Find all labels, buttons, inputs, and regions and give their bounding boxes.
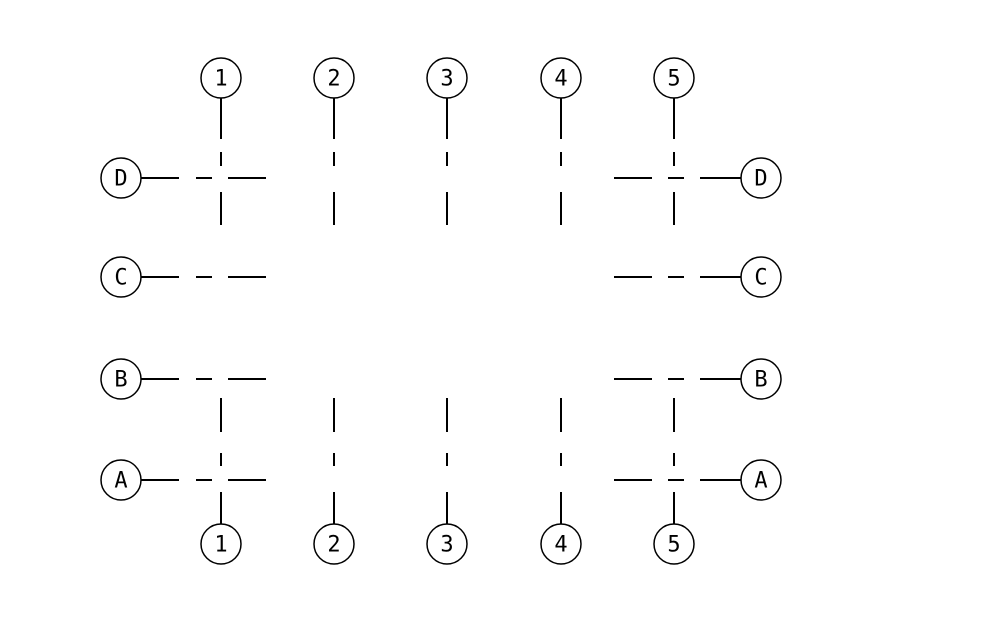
axis-bubble-label: A [754, 469, 767, 494]
axis-bubble-circle [313, 523, 355, 565]
axis-bubble-circle [426, 57, 468, 99]
axis-bubble-label: 1 [214, 67, 227, 92]
axis-bubble-circle [100, 157, 142, 199]
axis-bubble-circle [100, 256, 142, 298]
axis-bubble-circle [540, 57, 582, 99]
row-bubble-left-C: C [100, 256, 142, 298]
grid-lines [141, 98, 741, 524]
axis-bubble-label: D [114, 167, 127, 192]
row-bubble-right-C: C [740, 256, 782, 298]
row-bubble-left-D: D [100, 157, 142, 199]
row-bubble-right-A: A [740, 459, 782, 501]
axis-bubble-label: 2 [327, 67, 340, 92]
axis-bubble-label: B [114, 368, 127, 393]
axis-bubble-circle [740, 358, 782, 400]
column-bubble-bottom-2: 2 [313, 523, 355, 565]
column-bubble-top-3: 3 [426, 57, 468, 99]
axis-bubble-circle [200, 57, 242, 99]
axis-bubble-label: B [754, 368, 767, 393]
column-bubble-bottom-3: 3 [426, 523, 468, 565]
column-bubble-top-5: 5 [653, 57, 695, 99]
axis-bubble-circle [740, 256, 782, 298]
column-bubble-bottom-1: 1 [200, 523, 242, 565]
axis-bubble-label: 3 [440, 533, 453, 558]
column-bubble-bottom-4: 4 [540, 523, 582, 565]
axis-bubble-label: 4 [554, 533, 567, 558]
axis-bubble-label: C [754, 266, 767, 291]
axis-bubble-label: 2 [327, 533, 340, 558]
axis-bubble-circle [313, 57, 355, 99]
axis-bubble-circle [653, 57, 695, 99]
axis-bubble-circle [653, 523, 695, 565]
axis-bubble-label: 5 [667, 533, 680, 558]
axis-bubble-circle [100, 459, 142, 501]
axis-bubble-label: 3 [440, 67, 453, 92]
axis-bubble-circle [740, 459, 782, 501]
axis-bubble-circle [100, 358, 142, 400]
row-bubble-right-B: B [740, 358, 782, 400]
row-bubble-left-A: A [100, 459, 142, 501]
axis-bubble-label: A [114, 469, 127, 494]
column-bubble-bottom-5: 5 [653, 523, 695, 565]
row-bubble-right-D: D [740, 157, 782, 199]
column-bubble-top-4: 4 [540, 57, 582, 99]
axis-bubble-circle [200, 523, 242, 565]
axis-bubble-circle [426, 523, 468, 565]
axis-bubble-circle [740, 157, 782, 199]
axis-bubble-label: D [754, 167, 767, 192]
column-bubble-top-1: 1 [200, 57, 242, 99]
axis-bubble-label: 5 [667, 67, 680, 92]
axis-bubble-label: 4 [554, 67, 567, 92]
column-bubble-top-2: 2 [313, 57, 355, 99]
axis-bubble-label: C [114, 266, 127, 291]
axis-bubble-circle [540, 523, 582, 565]
row-bubble-left-B: B [100, 358, 142, 400]
axis-bubble-label: 1 [214, 533, 227, 558]
